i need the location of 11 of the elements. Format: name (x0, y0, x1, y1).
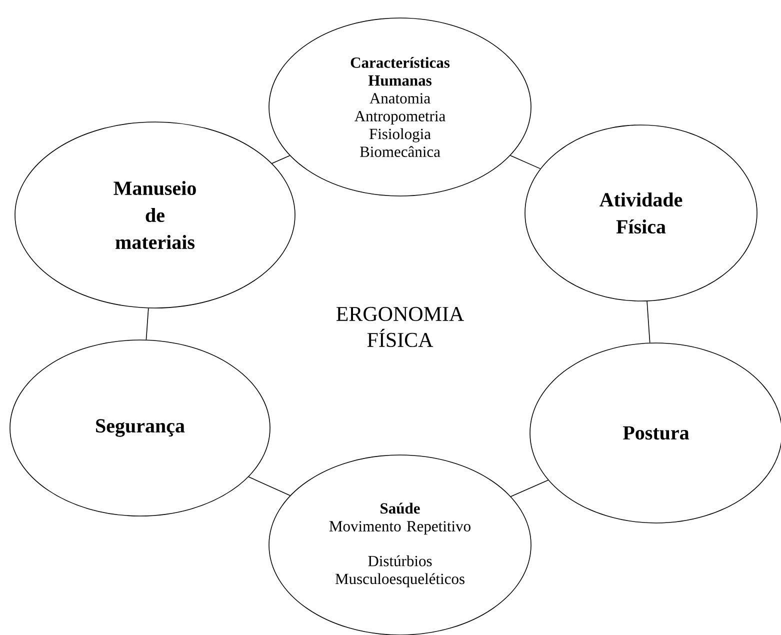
connector-line (646, 300, 650, 344)
connector-line (510, 480, 549, 497)
ellipse-node: Atividade Física (524, 124, 758, 302)
connector-line (272, 155, 290, 164)
center-title: ERGONOMIA FÍSICA (336, 306, 464, 348)
connector-line (146, 308, 149, 340)
ellipse-node: Segurança (10, 340, 270, 516)
ellipse-node: Características Humanas Anatomia Antropometria Fisiologia Biomecânica (268, 18, 532, 196)
connector-line (248, 476, 290, 496)
ellipse-node: Manuseio de materiais (14, 122, 296, 308)
connector-line (510, 155, 541, 170)
